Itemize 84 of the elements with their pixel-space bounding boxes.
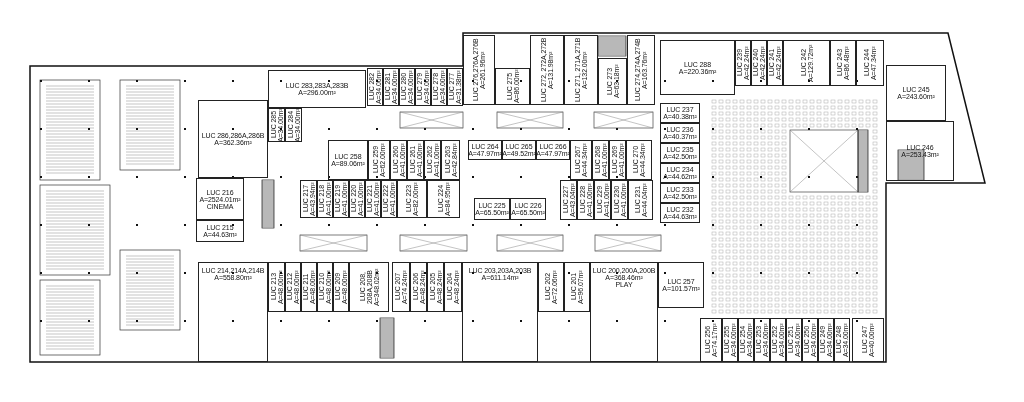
shop-unit xyxy=(196,178,244,220)
shop-unit xyxy=(268,108,285,142)
shop-unit xyxy=(365,180,381,218)
shop-unit xyxy=(368,140,390,180)
shop-unit xyxy=(627,35,655,105)
shop-unit xyxy=(367,68,383,106)
shop-unit xyxy=(530,35,564,105)
shop-unit xyxy=(564,262,590,312)
shop-unit xyxy=(660,40,735,95)
shop-unit xyxy=(196,220,244,242)
shop-unit xyxy=(783,40,830,86)
shop-unit xyxy=(317,180,333,218)
shop-unit xyxy=(407,140,424,180)
shop-unit xyxy=(767,40,783,86)
shop-unit xyxy=(431,68,447,106)
shop-unit xyxy=(570,140,592,180)
shop-unit xyxy=(333,262,349,312)
shop-unit xyxy=(427,180,460,218)
shop-unit xyxy=(592,140,609,180)
shop-unit xyxy=(722,318,738,362)
shop-unit xyxy=(381,180,397,218)
shop-unit xyxy=(410,262,427,312)
shop-unit xyxy=(198,262,268,362)
shop-unit xyxy=(626,140,652,180)
shop-unit xyxy=(852,318,884,362)
shop-unit xyxy=(660,183,700,203)
shop-unit xyxy=(285,262,301,312)
shop-unit xyxy=(474,198,510,220)
shop-unit xyxy=(392,262,410,312)
shop-unit xyxy=(198,100,268,178)
shop-unit xyxy=(786,318,802,362)
shop-unit xyxy=(390,140,407,180)
shop-unit xyxy=(328,140,368,180)
shop-unit xyxy=(268,70,366,108)
shop-unit xyxy=(609,140,626,180)
shop-unit xyxy=(301,262,317,312)
shop-unit xyxy=(594,180,611,220)
shop-unit xyxy=(285,108,302,142)
shop-unit xyxy=(495,68,530,105)
shop-unit xyxy=(577,180,594,220)
shop-unit xyxy=(834,318,850,362)
shop-unit xyxy=(317,262,333,312)
shop-unit xyxy=(538,262,564,312)
shop-unit xyxy=(770,318,786,362)
shop-unit xyxy=(660,163,700,183)
shop-unit xyxy=(349,180,365,218)
shop-unit xyxy=(383,68,399,106)
shop-unit xyxy=(660,143,700,163)
shop-unit xyxy=(738,318,754,362)
shop-unit xyxy=(510,198,546,220)
shop-unit xyxy=(660,123,700,143)
shop-unit xyxy=(560,180,577,220)
shop-unit xyxy=(415,68,431,106)
shop-unit xyxy=(735,40,751,86)
shop-unit xyxy=(611,180,628,220)
shop-unit xyxy=(886,121,954,181)
shop-unit xyxy=(818,318,834,362)
shop-unit xyxy=(447,68,463,106)
shop-unit xyxy=(564,35,598,105)
shop-unit xyxy=(886,65,946,121)
shop-unit xyxy=(590,262,658,362)
shop-unit xyxy=(754,318,770,362)
shop-unit xyxy=(397,180,427,218)
shop-unit xyxy=(462,262,538,362)
shop-unit xyxy=(660,203,700,223)
shop-unit xyxy=(300,180,317,218)
shop-unit xyxy=(444,262,462,312)
shop-unit xyxy=(751,40,767,86)
shop-unit xyxy=(830,40,856,86)
shop-unit xyxy=(441,140,460,180)
shop-unit xyxy=(856,40,884,86)
shop-unit xyxy=(658,262,704,308)
shop-unit xyxy=(628,180,653,220)
shop-unit xyxy=(463,35,495,105)
shop-unit xyxy=(598,58,627,105)
shop-unit xyxy=(424,140,441,180)
shop-unit xyxy=(660,103,700,123)
shop-unit xyxy=(399,68,415,106)
shop-unit xyxy=(802,318,818,362)
shop-unit xyxy=(268,262,285,312)
shop-unit xyxy=(700,318,722,362)
shop-unit xyxy=(333,180,349,218)
shop-unit xyxy=(349,262,389,312)
shop-unit xyxy=(427,262,444,312)
